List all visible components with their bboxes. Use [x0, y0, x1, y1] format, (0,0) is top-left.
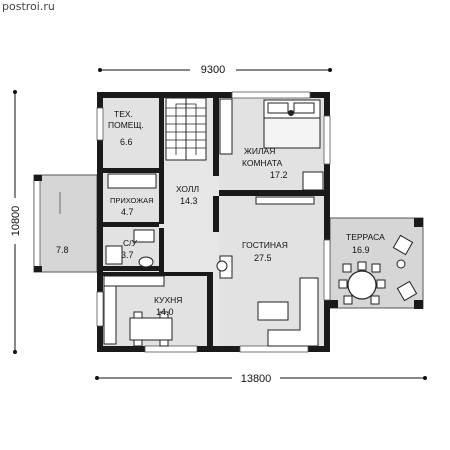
terrace-area-value: 16.9	[352, 245, 370, 255]
wardrobe-icon	[219, 98, 233, 155]
site-watermark: postroi.ru	[2, 0, 55, 13]
living-room-area: 17.2	[270, 170, 288, 180]
porch-area	[33, 174, 98, 273]
dimension-left-label: 10800	[10, 206, 22, 237]
entry-name: ПРИХОЖАЯ	[110, 196, 154, 205]
bed-icon	[263, 99, 321, 149]
living-room-name-2: КОМНАТА	[242, 158, 283, 168]
dimension-top-label: 9300	[201, 64, 225, 76]
shower-icon	[105, 245, 123, 265]
dimension-left: 10800	[6, 90, 22, 354]
washbasin-icon	[133, 229, 155, 243]
desk-icon	[302, 171, 324, 191]
terrace-area	[329, 217, 424, 309]
wc-area: 3.7	[121, 250, 134, 260]
dimension-top: 9300	[98, 61, 332, 77]
tv-cabinet-icon	[255, 196, 315, 205]
wc-name: С/У	[123, 238, 138, 248]
tech-room-area: 6.6	[120, 137, 133, 147]
staircase	[165, 97, 207, 161]
tech-room-name-1: ТЕХ.	[114, 109, 133, 119]
terrace-name: ТЕРРАСА	[346, 232, 385, 242]
armchair-icon	[216, 255, 233, 279]
dining-table-icon	[129, 311, 173, 347]
windows	[96, 91, 331, 353]
dimension-bottom: 13800	[95, 370, 427, 386]
lounge-area: 27.5	[254, 253, 272, 263]
walls	[97, 92, 330, 352]
dimension-bottom-label: 13800	[241, 373, 272, 385]
entry-wardrobe-icon	[107, 173, 157, 189]
porch-area-value: 7.8	[56, 245, 69, 255]
lounge-name: ГОСТИНАЯ	[242, 240, 288, 250]
tech-room-name-2: ПОМЕЩ.	[108, 120, 144, 130]
coffee-table-icon	[257, 301, 289, 321]
kitchen-area: 14.0	[156, 307, 174, 317]
sofa-icon	[267, 277, 319, 347]
hall-area: 14.3	[180, 196, 198, 206]
hall-name: ХОЛЛ	[176, 184, 199, 194]
kitchen-name: КУХНЯ	[154, 295, 182, 305]
living-room-name-1: ЖИЛАЯ	[244, 146, 275, 156]
entry-area: 4.7	[121, 207, 134, 217]
toilet-icon	[138, 256, 154, 268]
kitchen-counter-icon	[103, 277, 117, 345]
kitchen-top-counter-icon	[103, 275, 165, 287]
